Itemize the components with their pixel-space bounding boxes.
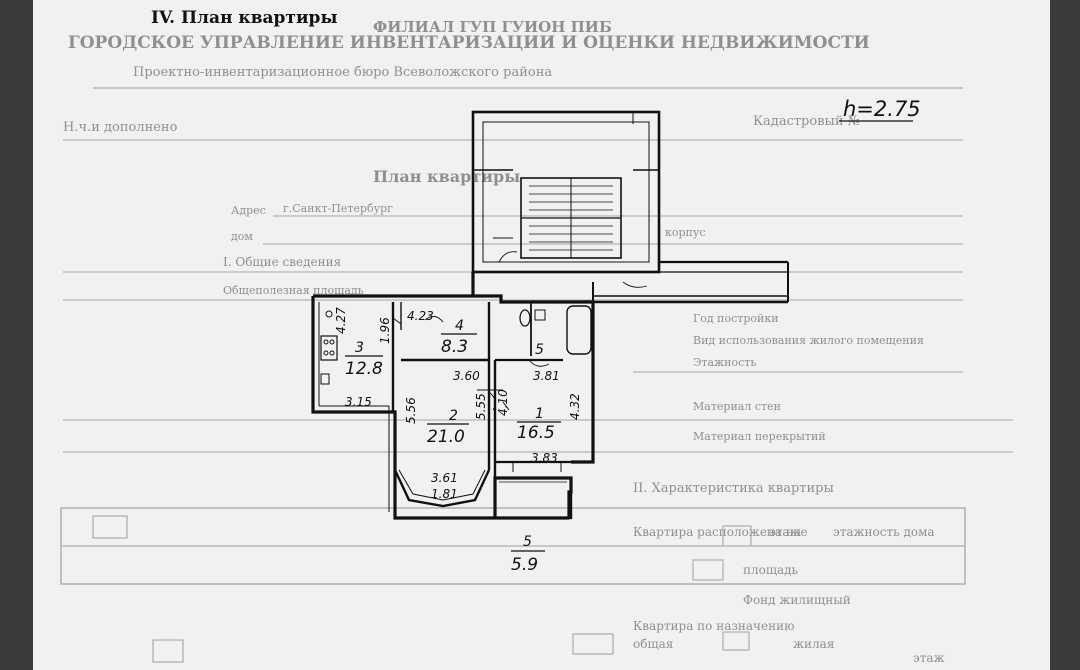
bg-text: этаж: [913, 651, 945, 665]
room-area-2: 21.0: [427, 427, 465, 447]
room-number-4: 4: [455, 318, 464, 334]
bg-box: [572, 633, 614, 655]
room-area-5-balcony: 5.9: [511, 555, 538, 575]
bg-text: корпус: [665, 226, 706, 239]
dim-label: 3.61: [431, 471, 458, 485]
dimension-labels: 4.27 4.23 1.96 3.15 5.56 3.60 5.55 4.10 …: [334, 307, 582, 501]
bg-text: Адрес: [231, 204, 266, 217]
room-area-4: 8.3: [441, 337, 468, 357]
bg-box: [722, 525, 752, 547]
bg-text: Год постройки: [693, 312, 779, 325]
bg-text: Кадастровый №: [753, 114, 860, 129]
dim-label: 1.81: [431, 487, 458, 501]
dim-label: 3.81: [533, 369, 560, 383]
room-area-1: 16.5: [517, 423, 555, 443]
room-number-5-bath: 5: [535, 342, 544, 358]
room-labels: 1 16.5 2 21.0 3 12.8 4 8.3 5 5 5.9: [345, 318, 561, 575]
dim-label: 3.15: [345, 395, 372, 409]
dim-label: 4.27: [334, 307, 348, 334]
room-number-1: 1: [535, 406, 544, 422]
bg-text: Общеполезная площадь: [223, 284, 364, 297]
bg-text: ГОРОДСКОЕ УПРАВЛЕНИЕ ИНВЕНТАРИЗАЦИИ И ОЦ…: [68, 33, 870, 53]
bg-text: этажность дома: [833, 525, 935, 539]
bg-text: Фонд жилищный: [743, 593, 851, 607]
bg-text: Этажность: [693, 356, 756, 369]
apartment-walls: [311, 272, 595, 520]
room-number-2: 2: [449, 408, 458, 424]
bg-box: [152, 639, 184, 663]
bg-text: жилая: [793, 637, 834, 651]
ceiling-height-label: h=2.75: [843, 97, 921, 121]
bg-box: [92, 515, 128, 539]
room-number-5-balcony: 5: [523, 534, 532, 550]
bg-text: Проектно-инвентаризационное бюро Всеволо…: [133, 65, 552, 80]
room-number-3: 3: [355, 340, 364, 356]
page-title: IV. План квартиры: [151, 8, 338, 28]
bg-text: Материал стен: [693, 400, 781, 413]
dim-label: 5.55: [474, 393, 488, 420]
bg-text: г.Санкт-Петербург: [283, 202, 393, 215]
corridor: [592, 260, 789, 304]
bg-text: Квартира по назначению: [633, 619, 795, 633]
bg-text: I. Общие сведения: [223, 255, 341, 269]
bg-box: [692, 559, 724, 581]
dim-label: 4.32: [568, 393, 582, 420]
bg-text: Вид использования жилого помещения: [693, 334, 924, 347]
floor-plan: ФИЛИАЛ ГУП ГУИОН ПИБ ГОРОДСКОЕ УПРАВЛЕНИ…: [60, 18, 1013, 665]
dim-label: 1.96: [378, 317, 392, 344]
bg-text: II. Характеристика квартиры: [633, 481, 834, 496]
dim-label: 3.60: [453, 369, 480, 383]
document-sheet: IV. План квартиры ФИЛИАЛ ГУП ГУИОН ПИБ Г…: [33, 0, 1050, 670]
bg-text: площадь: [743, 563, 799, 577]
dim-label: 5.56: [404, 397, 418, 424]
bg-text: общая: [633, 637, 673, 651]
dim-label: 4.23: [407, 309, 434, 323]
bg-text: Материал перекрытий: [693, 430, 826, 443]
dim-label: 4.10: [496, 389, 510, 416]
bg-text: этаже: [769, 525, 808, 539]
bg-text: Квартира расположена на: [633, 525, 801, 539]
bg-box: [722, 631, 750, 651]
bg-text: дом: [231, 230, 253, 243]
room-area-3: 12.8: [345, 359, 383, 379]
dim-label: 3.83: [531, 451, 558, 465]
bg-text: Н.ч.и дополнено: [63, 120, 178, 135]
stairwell: [471, 110, 661, 274]
bg-text: ФИЛИАЛ ГУП ГУИОН ПИБ: [373, 18, 612, 36]
